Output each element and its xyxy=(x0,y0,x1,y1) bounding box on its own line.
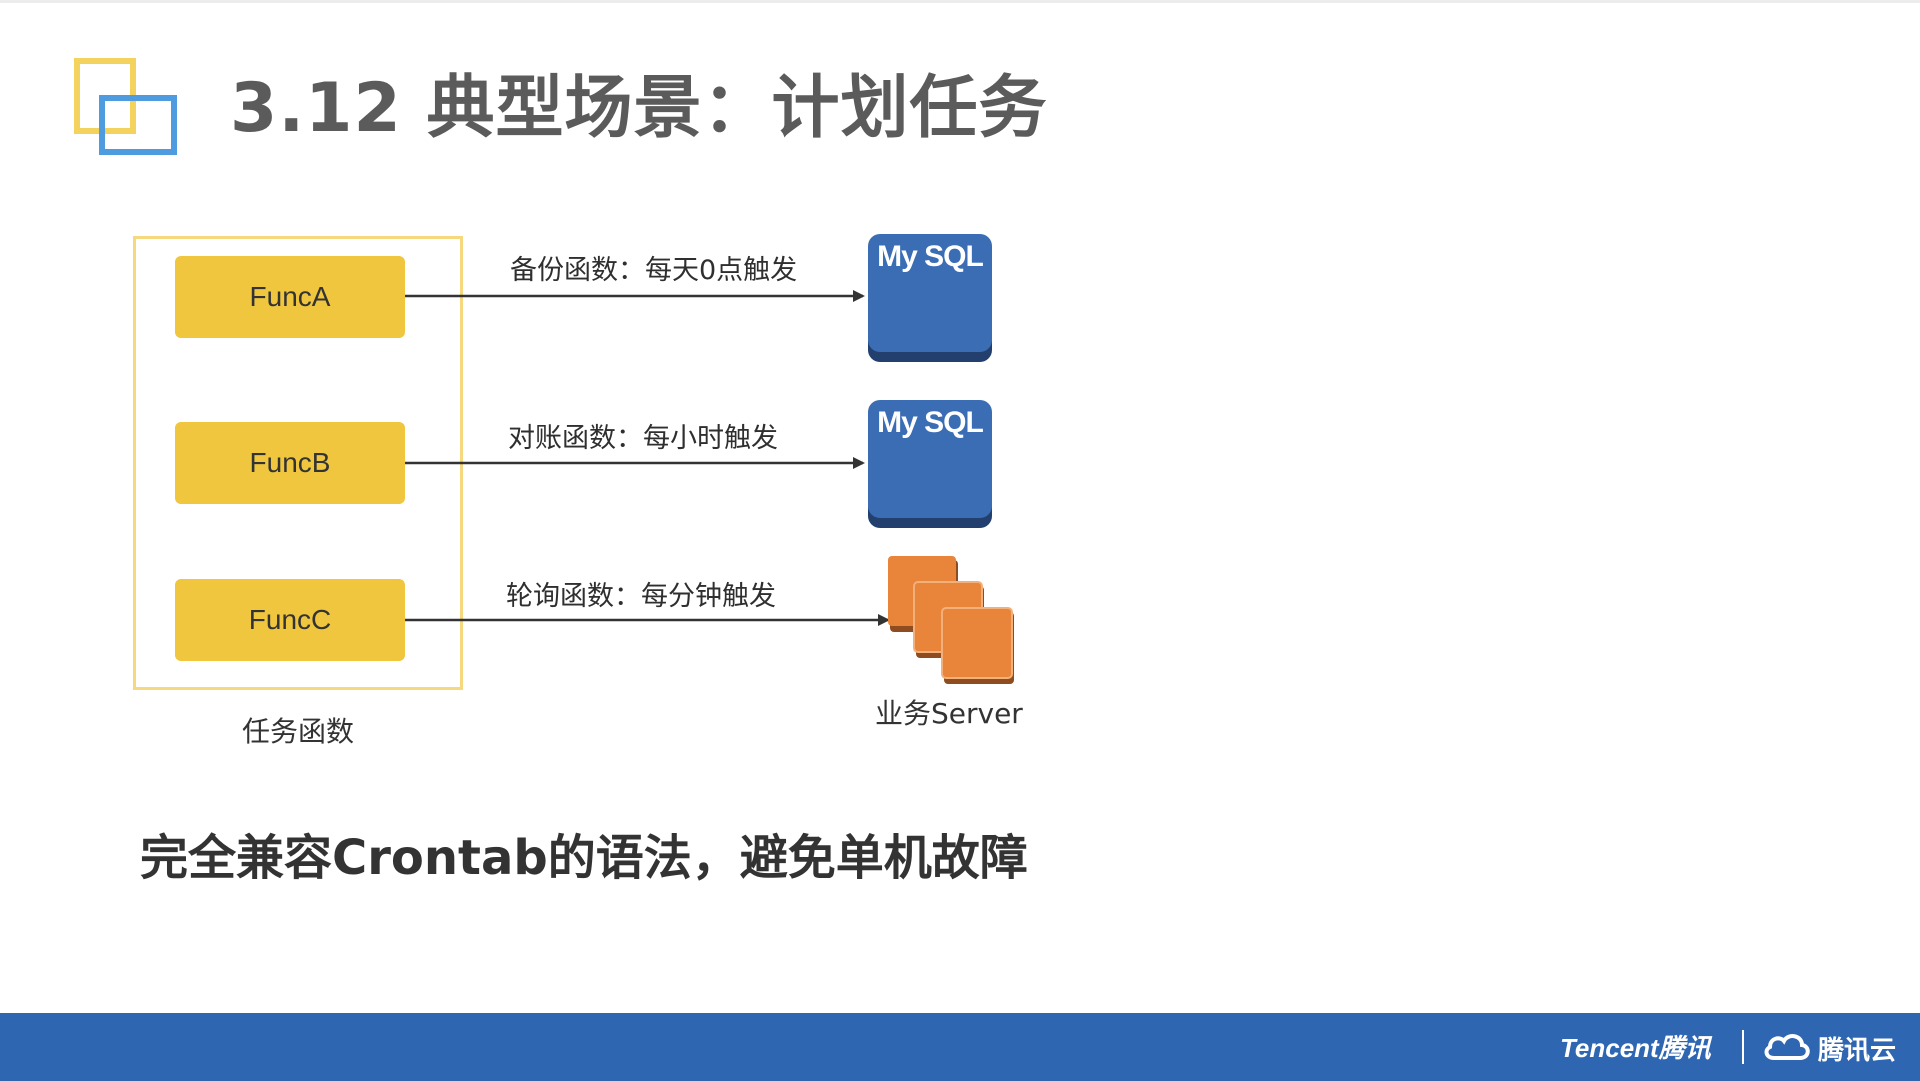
edge-label-reconcile: 对账函数：每小时触发 xyxy=(508,423,778,454)
edge-label-backup: 备份函数：每天0点触发 xyxy=(510,255,798,286)
task-group-label: 任务函数 xyxy=(241,715,354,748)
mysql-database-icon xyxy=(868,234,992,362)
cloud-icon xyxy=(1764,1034,1810,1060)
mysql-2-label: My SQL xyxy=(877,406,984,439)
func-b-box: FuncB xyxy=(175,422,405,504)
mysql-database-icon xyxy=(868,400,992,528)
mysql-node-1: My SQL xyxy=(868,234,992,362)
mysql-node-2: My SQL xyxy=(868,400,992,528)
mysql-1-label: My SQL xyxy=(877,240,984,273)
overlapping-squares-icon xyxy=(74,58,177,155)
footer-bar xyxy=(0,1013,1920,1081)
slide-tagline: 完全兼容Crontab的语法，避免单机故障 xyxy=(140,830,1028,886)
func-a-box: FuncA xyxy=(175,256,405,338)
edge-label-poll: 轮询函数：每分钟触发 xyxy=(506,581,776,612)
footer-separator xyxy=(1742,1030,1744,1064)
server-stack-icon xyxy=(888,556,1014,684)
server-label: 业务Server xyxy=(875,697,1023,730)
top-divider xyxy=(0,0,1920,3)
page-title: 3.12 典型场景：计划任务 xyxy=(230,69,1048,148)
func-c-box: FuncC xyxy=(175,579,405,661)
footer-brand-logo: Tencent腾讯 xyxy=(1560,1033,1711,1063)
footer-product-name: 腾讯云 xyxy=(1818,1036,1897,1066)
